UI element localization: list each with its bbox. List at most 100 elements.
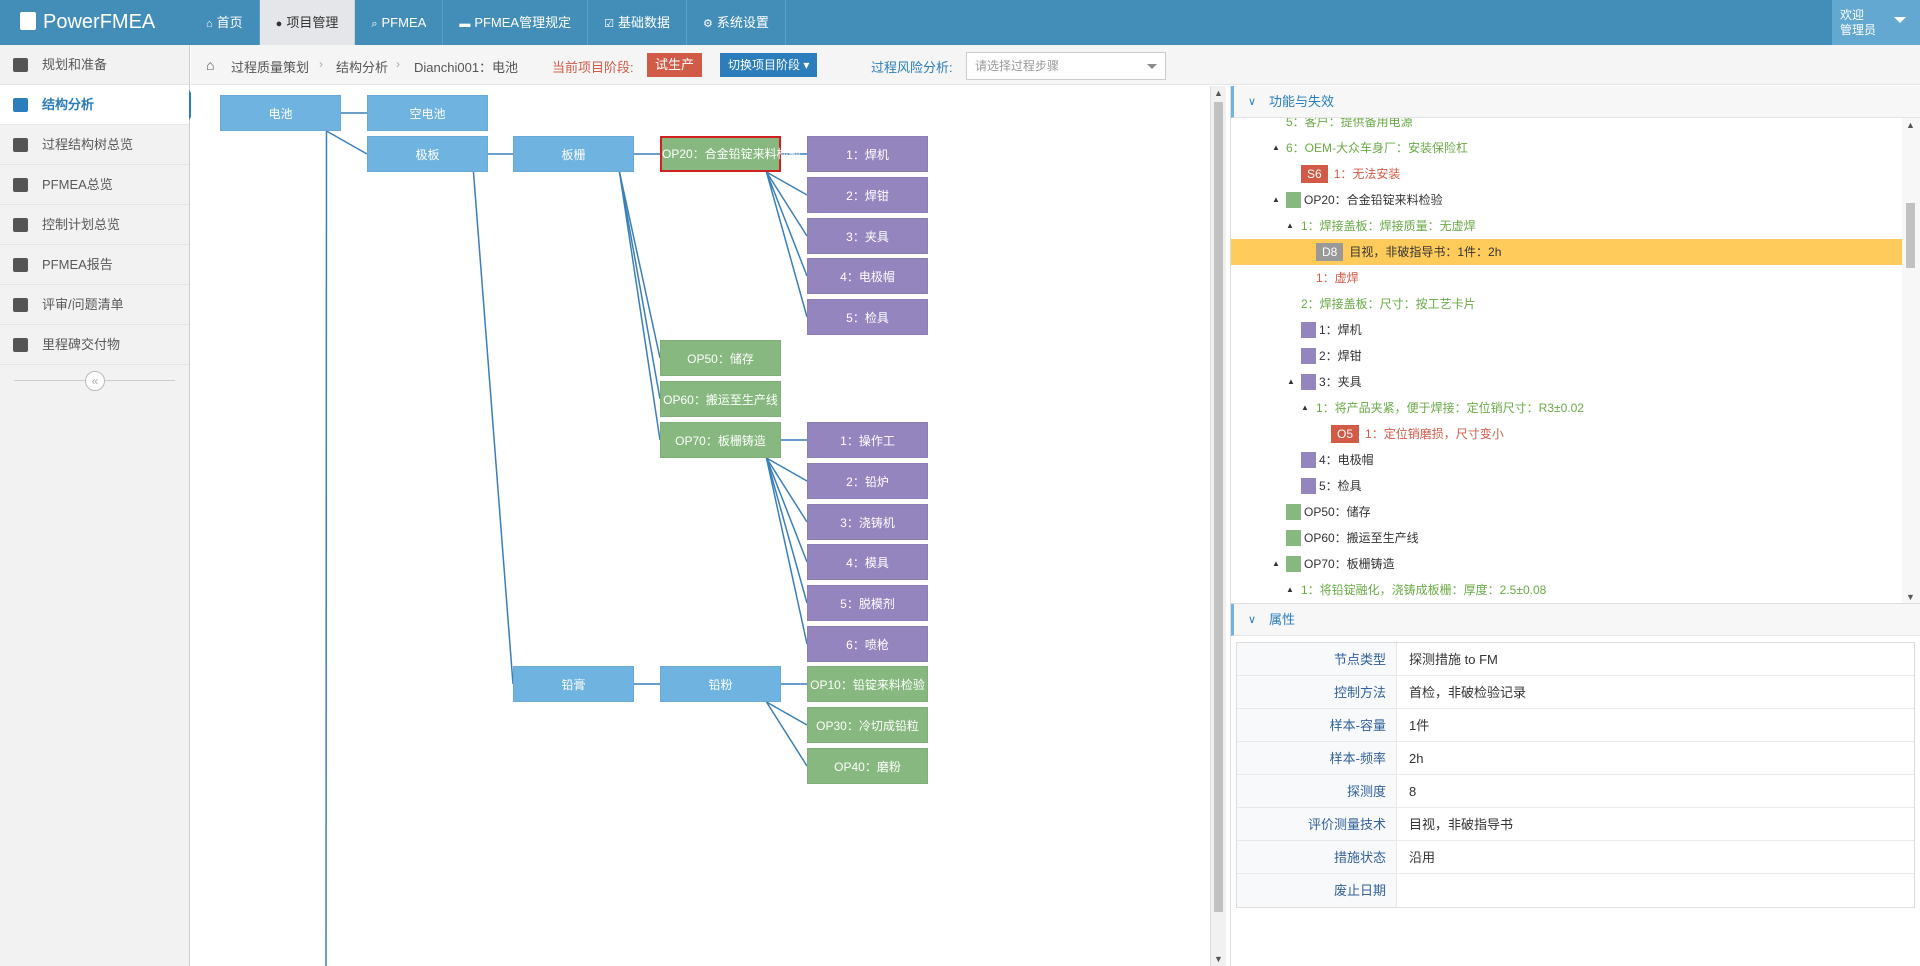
expand-toggle-icon[interactable]: ▲ [1272, 559, 1280, 568]
sidebar-item-pfmea-overview[interactable]: PFMEA总览 [0, 165, 189, 205]
chevron-right-icon: › [319, 57, 323, 71]
scrollbar-thumb[interactable] [1214, 102, 1223, 912]
tree-node[interactable]: 板栅 [513, 136, 634, 172]
tree-row[interactable]: ▲ 3：夹具 [1231, 369, 1902, 395]
tree-row[interactable]: ▲6：OEM-大众车身厂：安装保险杠 [1231, 135, 1902, 161]
tree-node[interactable]: 4：电极帽 [807, 258, 928, 294]
tree-node[interactable]: OP20：合金铅锭来料检验 [660, 136, 801, 172]
tree-row[interactable]: 2：焊接盖板：尺寸：按工艺卡片 [1231, 291, 1902, 317]
caret-down-icon [1894, 17, 1906, 29]
tree-row[interactable]: 5：客户：提供备用电源 [1231, 118, 1902, 135]
tree-node[interactable]: 6：喷枪 [807, 626, 928, 662]
tree-row-label: 4：电极帽 [1319, 453, 1374, 467]
tree-edge [765, 457, 808, 645]
tree-row[interactable]: OP60：搬运至生产线 [1231, 525, 1902, 551]
tree-row[interactable]: ▲OP70：板栅铸造 [1231, 551, 1902, 577]
stage-label: 当前项目阶段: [552, 60, 634, 75]
sidebar-item-milestones[interactable]: 里程碑交付物 [0, 325, 189, 365]
tree-node[interactable]: 空电池 [367, 95, 488, 131]
breadcrumb-item[interactable]: 结构分析 [336, 60, 389, 75]
sidebar-item-review-issues[interactable]: 评审/问题清单 [0, 285, 189, 325]
tree-node[interactable]: OP10：铅锭来料检验 [807, 666, 928, 702]
tree-node[interactable]: 3：夹具 [807, 218, 928, 254]
property-key: 探测度 [1237, 775, 1397, 807]
property-value: 探测措施 to FM [1409, 652, 1498, 667]
sidebar-item-planning[interactable]: 规划和准备 [0, 45, 189, 85]
tree-row[interactable]: ▲OP20：合金铅锭来料检验 [1231, 187, 1902, 213]
tree-node[interactable]: 极板 [367, 136, 488, 172]
tree-node[interactable]: OP40：磨粉 [807, 748, 928, 784]
scroll-up-icon[interactable]: ▲ [1906, 120, 1915, 130]
sidebar-item-control-plan[interactable]: 控制计划总览 [0, 205, 189, 245]
expand-toggle-icon[interactable]: ▲ [1301, 403, 1309, 412]
nav-item-project-management[interactable]: ●项目管理 [259, 0, 356, 45]
tree-node[interactable]: 5：脱模剂 [807, 585, 928, 621]
tree-node[interactable]: 5：检具 [807, 299, 928, 335]
scroll-down-icon[interactable]: ▼ [1214, 954, 1223, 964]
tree-row[interactable]: OP50：储存 [1231, 499, 1902, 525]
tree-row[interactable]: 1：虚焊 [1231, 265, 1902, 291]
nav-item-base-data[interactable]: ☑基础数据 [588, 0, 687, 45]
tree-row[interactable]: ▲ 1：将产品夹紧，便于焊接：定位销尺寸：R3±0.02 [1231, 395, 1902, 421]
tree-row[interactable]: 2：焊钳 [1231, 343, 1902, 369]
nav-item-system-settings[interactable]: ⚙系统设置 [687, 0, 786, 45]
expand-toggle-icon[interactable]: ▲ [1272, 195, 1280, 204]
tree-node[interactable]: 铅膏 [513, 666, 634, 702]
tree-node[interactable]: 2：焊钳 [807, 177, 928, 213]
nav-item-pfmea[interactable]: ⌕PFMEA [355, 0, 444, 45]
user-menu[interactable]: 欢迎 管理员 [1832, 0, 1920, 45]
nav-label: 系统设置 [716, 15, 769, 30]
scrollbar-thumb[interactable] [1906, 203, 1915, 268]
tree-node[interactable]: 1：焊机 [807, 136, 928, 172]
tree-row-label: 1：定位销磨损，尺寸变小 [1365, 427, 1504, 441]
switch-stage-button[interactable]: 切换项目阶段 ▾ [720, 53, 818, 77]
nav-item-home[interactable]: ⌂首页 [190, 0, 260, 45]
expand-toggle-icon[interactable]: ▲ [1286, 221, 1294, 230]
expand-toggle-icon[interactable]: ▲ [1272, 143, 1280, 152]
tree-row-content: 1：将产品夹紧，便于焊接：定位销尺寸：R3±0.02 [1316, 395, 1584, 421]
tree-row-content: 3：夹具 [1301, 369, 1362, 395]
tree-node[interactable]: 4：模具 [807, 544, 928, 580]
nav-item-pfmea-rules[interactable]: ▬PFMEA管理规定 [443, 0, 589, 45]
tree-scrollbar[interactable]: ▲ ▼ [1902, 118, 1920, 603]
tree-node[interactable]: 电池 [220, 95, 341, 131]
tree-row[interactable]: ▲1：将铅锭融化，浇铸成板栅：厚度：2.5±0.08 [1231, 577, 1902, 603]
rating-tag: S6 [1301, 165, 1328, 183]
tree-node[interactable]: 2：铅炉 [807, 463, 928, 499]
tree-node[interactable]: OP50：储存 [660, 340, 781, 376]
expand-toggle-icon[interactable]: ▲ [1286, 585, 1294, 594]
tree-node[interactable]: OP60：搬运至生产线 [660, 381, 781, 417]
sidebar-item-label: 里程碑交付物 [42, 337, 121, 352]
collapse-sidebar-button[interactable]: « [85, 371, 105, 391]
sidebar-item-structure-analysis[interactable]: 结构分析 [0, 85, 199, 125]
tree-row[interactable]: ▲1：焊接盖板：焊接质量：无虚焊 [1231, 213, 1902, 239]
sidebar-item-process-tree-overview[interactable]: 过程结构树总览 [0, 125, 189, 165]
tree-node[interactable]: 3：浇铸机 [807, 504, 928, 540]
sidebar-item-pfmea-report[interactable]: PFMEA报告 [0, 245, 189, 285]
scroll-up-icon[interactable]: ▲ [1214, 88, 1223, 98]
tree-row-label: 5：客户：提供备用电源 [1286, 118, 1413, 129]
tree-row-content: 1：焊机 [1301, 317, 1362, 343]
tree-node[interactable]: OP70：板栅铸造 [660, 422, 781, 458]
canvas-scrollbar[interactable]: ▲ ▼ [1210, 86, 1226, 966]
scroll-down-icon[interactable]: ▼ [1906, 592, 1915, 602]
properties-header[interactable]: ∨属性 [1231, 604, 1920, 636]
sidebar-item-label: PFMEA报告 [42, 257, 113, 272]
tree-node[interactable]: 铅粉 [660, 666, 781, 702]
expand-toggle-icon[interactable]: ▲ [1287, 377, 1295, 386]
tree-node[interactable]: OP30：冷切成铅粒 [807, 707, 928, 743]
tree-row[interactable]: 5：检具 [1231, 473, 1902, 499]
process-step-select[interactable]: 请选择过程步骤 [966, 52, 1166, 80]
dashboard-icon [13, 58, 28, 72]
breadcrumb-item[interactable]: 过程质量策划 [231, 60, 310, 75]
tree-row[interactable]: 1：焊机 [1231, 317, 1902, 343]
tree-row[interactable]: 4：电极帽 [1231, 447, 1902, 473]
brand[interactable]: PowerFMEA [0, 0, 190, 45]
home-icon[interactable]: ⌂ [206, 57, 215, 73]
function-failure-header[interactable]: ∨功能与失效 [1231, 86, 1920, 118]
tree-node[interactable]: 1：操作工 [807, 422, 928, 458]
